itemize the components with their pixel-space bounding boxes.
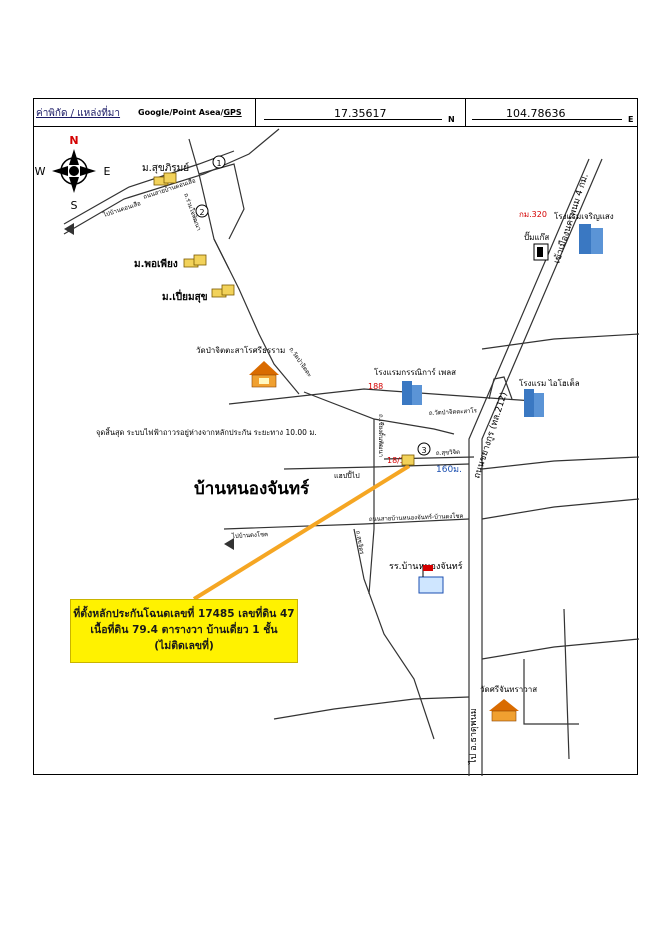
compass-east: E bbox=[104, 165, 111, 178]
label-road-soi6: ถ.สุขวิจิต bbox=[436, 449, 461, 457]
label-road-soi8: ถ.สุขจิตร bbox=[354, 530, 365, 556]
callout-land-no: 47 bbox=[279, 608, 295, 620]
road-network bbox=[63, 128, 639, 776]
marker-2-label: 2 bbox=[199, 208, 204, 217]
road-top-left bbox=[63, 128, 280, 235]
road-arrow-icon bbox=[64, 223, 234, 550]
callout-line-3: (ไม่ติดเลขที่) bbox=[154, 640, 214, 652]
callout-mid: เลขที่ดิน bbox=[234, 608, 280, 620]
label-hotel-ohio: โรงแรม ไอโฮเต็ล bbox=[519, 378, 580, 388]
longitude-value: 104.78636 bbox=[506, 107, 566, 120]
label-house-shop: แฮปปี้ไป bbox=[334, 469, 360, 480]
road-east-top bbox=[481, 333, 639, 350]
longitude-suffix: E bbox=[628, 115, 634, 124]
callout-deed-no: 17485 bbox=[198, 608, 235, 620]
road-lower-east bbox=[481, 498, 639, 520]
road-soi-vertical bbox=[368, 419, 375, 595]
label-18-3: 18/3 bbox=[387, 456, 405, 465]
road-bottom-east bbox=[481, 638, 639, 660]
label-road-soi7: ถนนสายบ้านหนองจันทร์-บ้านดงโชค bbox=[369, 512, 464, 523]
compass-icon: N S W E bbox=[35, 134, 111, 212]
map-frame: ค่าพิกัด / แหล่งที่มา Google/Point Asea/… bbox=[33, 98, 639, 776]
road-bottom-2 bbox=[273, 696, 470, 720]
road-loop bbox=[198, 163, 245, 240]
house-icon bbox=[153, 172, 235, 298]
road-middle-1 bbox=[228, 388, 535, 405]
marker-3-label: 3 bbox=[421, 446, 426, 455]
school-icon bbox=[418, 565, 444, 594]
road-east-mid bbox=[481, 456, 639, 470]
label-wat-pa: วัดป่าจิตตะสาโรศรีธรราม bbox=[196, 345, 285, 355]
label-piamsuk: ม.เปี่ยมสุข bbox=[162, 289, 208, 303]
source-cell: ค่าพิกัด / แหล่งที่มา Google/Point Asea/… bbox=[34, 99, 256, 126]
callout-line-2: เนื้อที่ดิน 79.4 ตารางวา บ้านเดี่ยว 1 ชั… bbox=[90, 624, 278, 636]
gas-pump-icon bbox=[533, 243, 549, 261]
label-sukprom: ม.สุขภิรมย์ bbox=[142, 162, 189, 174]
marker-3: 3 bbox=[417, 442, 431, 456]
temple-icon bbox=[249, 361, 279, 388]
coord-source: Google/Point Asea/GPS bbox=[138, 108, 242, 117]
house-icon bbox=[401, 454, 415, 466]
compass-south: S bbox=[71, 199, 78, 212]
longitude-cell: 104.78636 E bbox=[466, 99, 639, 126]
latitude-value: 17.35617 bbox=[334, 107, 387, 120]
label-wat-sri: วัดศรีจันทราวาส bbox=[480, 685, 537, 694]
label-road-soi4: ถ.วัดป่าจิตตะสาโร bbox=[429, 406, 478, 417]
coordinate-header: ค่าพิกัด / แหล่งที่มา Google/Point Asea/… bbox=[34, 99, 637, 127]
road-bottom-1 bbox=[353, 528, 435, 740]
label-hotel-charoen: โรงแรมเจริญแสง bbox=[554, 211, 614, 221]
hotel-icon bbox=[579, 224, 603, 254]
collateral-callout: ที่ตั้งหลักประกันโฉนดเลขที่ 17485 เลขที่… bbox=[70, 599, 298, 663]
road-east-vertical bbox=[563, 608, 570, 760]
coord-label: ค่าพิกัด / แหล่งที่มา bbox=[36, 108, 121, 119]
highway-west-edge bbox=[468, 158, 590, 776]
callout-prefix: ที่ตั้งหลักประกันโฉนดเลขที่ bbox=[73, 608, 199, 620]
hotel-icon bbox=[524, 389, 544, 417]
temple-icon bbox=[489, 699, 519, 722]
leader-line bbox=[192, 464, 411, 601]
label-road-soi5: ถ.เชียงดิ้นพัฒนา bbox=[377, 414, 387, 457]
marker-1: 1 bbox=[212, 155, 226, 169]
road-middle-2 bbox=[303, 391, 455, 435]
road-soi-160 bbox=[383, 456, 475, 460]
label-road-bottom: ไป อ.ธาตุพนม bbox=[468, 708, 479, 765]
road-loop-2 bbox=[488, 376, 513, 400]
latitude-underline bbox=[264, 119, 442, 120]
label-hotel-nakhon: โรงแรมกรรณิการ์ เพลส bbox=[374, 367, 456, 377]
source-prefix: Google/Point Asea/ bbox=[138, 108, 224, 117]
marker-1-label: 1 bbox=[216, 159, 221, 168]
road-wat-sri bbox=[523, 659, 579, 725]
longitude-underline bbox=[472, 119, 622, 120]
road-winding bbox=[213, 238, 300, 395]
label-road-soi3: ถ.วัดป่าจิตตะ bbox=[287, 346, 313, 378]
compass-north: N bbox=[69, 134, 78, 147]
latitude-suffix: N bbox=[448, 115, 455, 124]
source-gps: GPS bbox=[223, 108, 242, 117]
road-lower bbox=[223, 518, 470, 530]
label-188: 188 bbox=[368, 382, 383, 391]
map-canvas: N S W E 1 2 3 ม.สุขภิรมย์ ม.พอเพียง ม.เป… bbox=[35, 128, 639, 776]
label-village: บ้านหนองจันทร์ bbox=[194, 478, 310, 499]
label-gas-station: ปั๊มแก๊ส bbox=[524, 231, 549, 242]
marker-2: 2 bbox=[195, 204, 209, 218]
callout-line-1: ที่ตั้งหลักประกันโฉนดเลขที่ 17485 เลขที่… bbox=[71, 606, 297, 622]
compass-west: W bbox=[35, 165, 46, 178]
label-phopiang: ม.พอเพียง bbox=[134, 258, 178, 270]
label-km-marker: กม.320 bbox=[519, 210, 547, 219]
road-soi-horizontal bbox=[283, 463, 470, 470]
label-road-left-mid: ไปบ้านดงโชค bbox=[231, 530, 269, 540]
label-160m: 160ม. bbox=[436, 465, 462, 475]
highway-east-edge bbox=[481, 158, 603, 776]
latitude-cell: 17.35617 N bbox=[256, 99, 466, 126]
hotel-icon bbox=[402, 381, 422, 405]
label-endpoint: จุดสิ้นสุด ระบบไฟฟ้าถาวรอยู่ห่างจากหลักป… bbox=[96, 427, 317, 437]
